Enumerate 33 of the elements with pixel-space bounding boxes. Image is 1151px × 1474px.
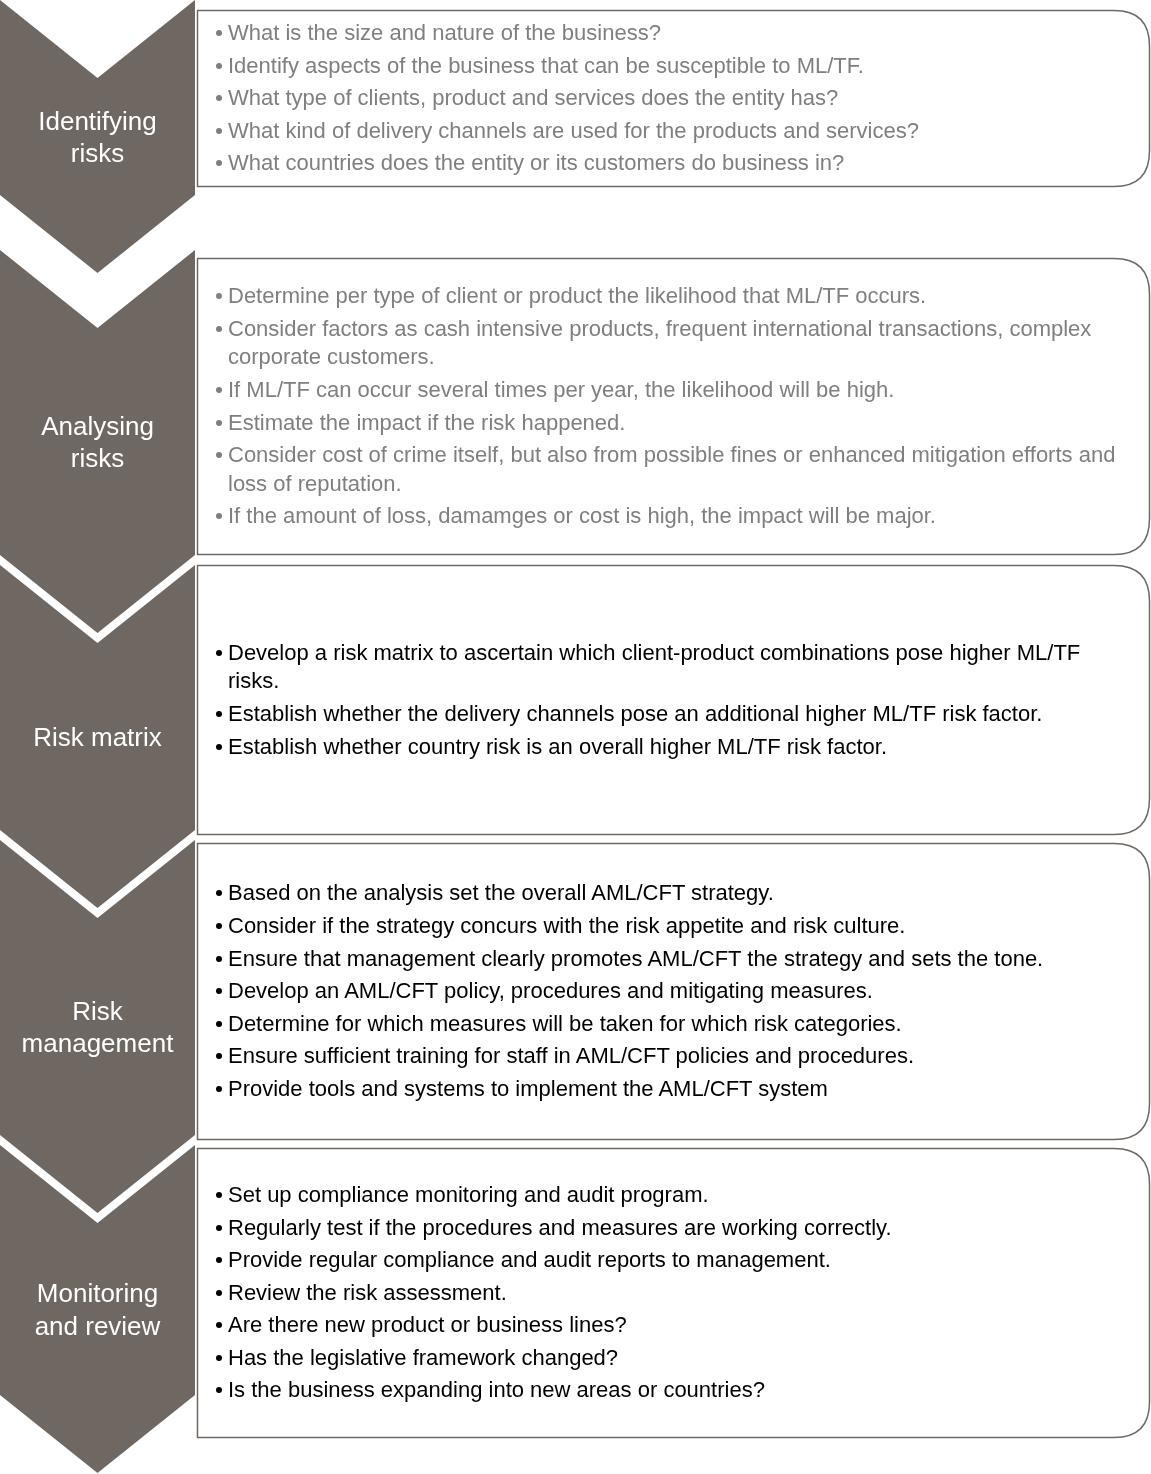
bullet-item: Based on the analysis set the overall AML/CFT strategy. [215,879,1120,908]
bullet-item: Review the risk assessment. [215,1278,1120,1308]
stage-title: Monitoring and review [33,1277,162,1342]
stage-title: Identifying risks [37,104,158,170]
bullet-item: Identify aspects of the business that can be susceptible to ML/TF. [215,51,1120,81]
bullet-item: What countries does the entity or its customers do business in? [215,149,1120,178]
stage-title: Risk management [20,994,175,1060]
bullet-item: Ensure that management clearly promotes AML/CFT the strategy and sets the tone. [215,944,1120,974]
bullet-item: Set up compliance monitoring and audit program. [215,1180,1120,1210]
bullet-item: Regularly test if the procedures and measures are working correctly. [215,1213,1120,1243]
bullet-item: Consider factors as cash intensive products, frequent international transactions, complex corporate customers. [215,314,1120,372]
bullet-item: What kind of delivery channels are used for the products and services? [215,116,1120,146]
stage-title: Risk matrix [32,720,163,753]
bullet-item: Develop a risk matrix to ascertain which client-product combinations pose higher ML/TF risks. [215,638,1120,696]
bullet-item: Determine per type of client or product the likelihood that ML/TF occurs. [215,282,1120,311]
bullet-item: Provide tools and systems to implement the AML/CFT system [215,1075,1120,1104]
bullet-item: Estimate the impact if the risk happened. [215,408,1120,438]
bullet-item: Establish whether the delivery channels pose an additional higher ML/TF risk factor. [215,700,1120,729]
bullet-item: Are there new product or business lines? [215,1311,1120,1340]
bullet-item: Consider cost of crime itself, but also from possible fines or enhanced mitigation efforts and loss of reputation. [215,441,1120,499]
bullet-item: Consider if the strategy concurs with the risk appetite and risk culture. [215,912,1120,941]
bullet-item: Is the business expanding into new areas or countries? [215,1376,1120,1406]
bullet-item: Develop an AML/CFT policy, procedures and mitigating measures. [215,977,1120,1006]
bullet-item: Determine for which measures will be taken for which risk categories. [215,1009,1120,1039]
bullet-item: What is the size and nature of the business? [215,19,1120,48]
bullet-item: If ML/TF can occur several times per year, the likelihood will be high. [215,375,1120,405]
bullet-item: Provide regular compliance and audit reports to management. [215,1246,1120,1275]
bullet-item: Ensure sufficient training for staff in AML/CFT policies and procedures. [215,1042,1120,1071]
stage-title: Analysing risks [40,409,155,475]
bullet-item: Has the legislative framework changed? [215,1343,1120,1373]
bullet-item: If the amount of loss, damamges or cost is high, the impact will be major. [215,502,1120,531]
bullet-item: What type of clients, product and services does the entity has? [215,84,1120,113]
bullet-item: Establish whether country risk is an overall higher ML/TF risk factor. [215,732,1120,762]
